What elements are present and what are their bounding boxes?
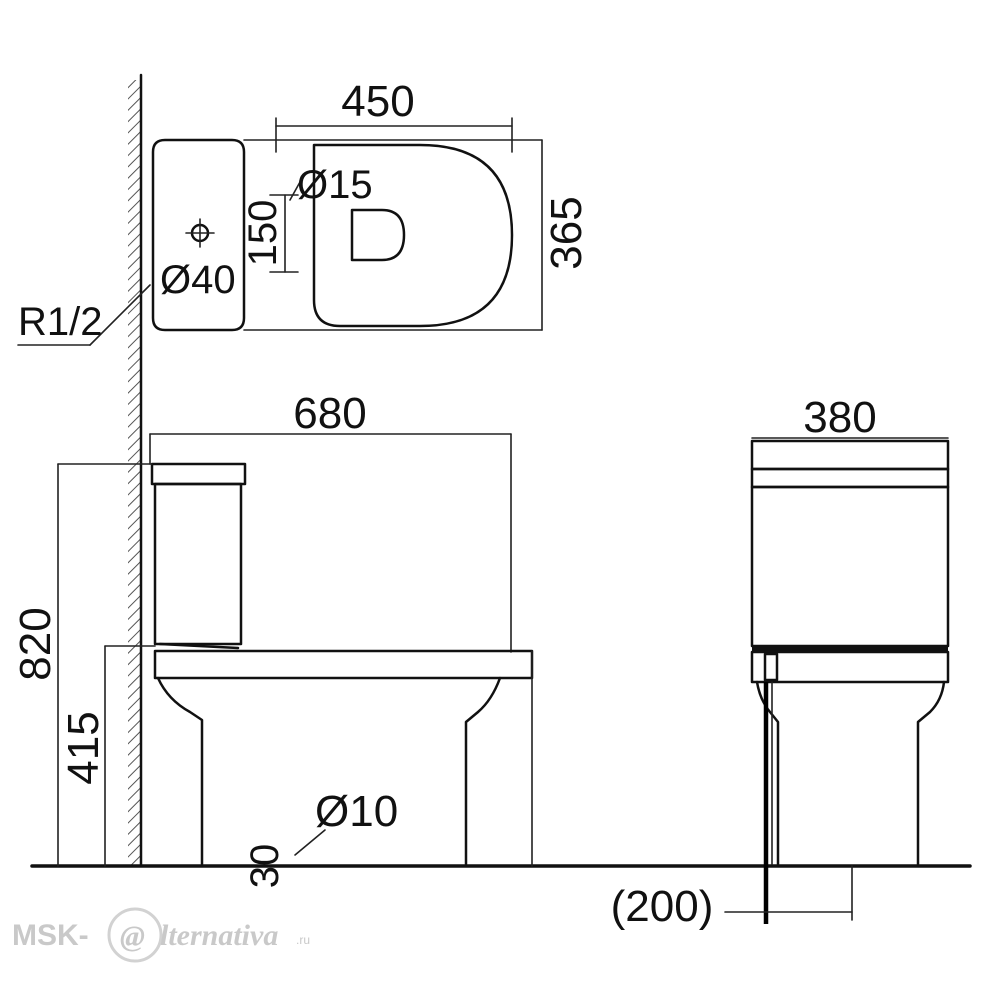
top-view: 450 365 150 Ø15 Ø40 R1/2: [17, 77, 591, 346]
wall-hatch: [128, 80, 140, 865]
tank-base-side: [158, 642, 240, 650]
r12-leader-diag: [89, 284, 151, 346]
dim-30-label: 30: [243, 844, 287, 889]
dia40-label: Ø40: [160, 258, 236, 302]
dim-450-label: 450: [341, 77, 414, 126]
tank-lid-front: [750, 439, 950, 471]
tank-body-side: [153, 482, 243, 646]
seat-plan-outline: [312, 143, 514, 328]
inlet-symbol: [185, 218, 215, 248]
watermark-brand-at: @: [120, 920, 145, 953]
dim-150-label: 150: [241, 200, 285, 267]
tank-lid-side: [150, 462, 247, 486]
side-view: 680 820 415 Ø10 30: [11, 389, 534, 889]
r12-label: R1/2: [18, 300, 103, 344]
watermark: MSK- @ lternativa .ru: [12, 907, 310, 963]
dim-380-label: 380: [803, 393, 876, 442]
dim-365-label: 365: [542, 196, 591, 269]
dim-415-label: 415: [59, 711, 108, 784]
seat-front: [750, 650, 950, 684]
bowl-opening: [350, 208, 406, 262]
tank-body-front: [750, 485, 950, 648]
seat-side: [153, 649, 534, 680]
bowl-body-side: [156, 676, 502, 866]
dia10-leader: [294, 829, 326, 856]
dim-820-label: 820: [11, 607, 60, 680]
tank-plan-outline: [151, 138, 246, 332]
watermark-domain: .ru: [296, 933, 310, 947]
dim-200-label: (200): [611, 882, 714, 931]
dia15-leader: [289, 181, 301, 201]
watermark-brand-left: MSK-: [12, 919, 89, 952]
watermark-logo-ring: [107, 907, 163, 963]
dim-680-label: 680: [293, 389, 366, 438]
front-view: 380 (200): [611, 393, 950, 931]
bowl-body-front: [755, 680, 946, 866]
wall: [128, 73, 143, 868]
supply-valve: [763, 652, 779, 682]
dia15-label: Ø15: [297, 163, 373, 207]
dia10-label: Ø10: [315, 787, 398, 836]
seat-band-front: [752, 646, 948, 652]
watermark-brand-right: lternativa: [160, 919, 278, 952]
tank-top-band-front: [750, 467, 950, 489]
